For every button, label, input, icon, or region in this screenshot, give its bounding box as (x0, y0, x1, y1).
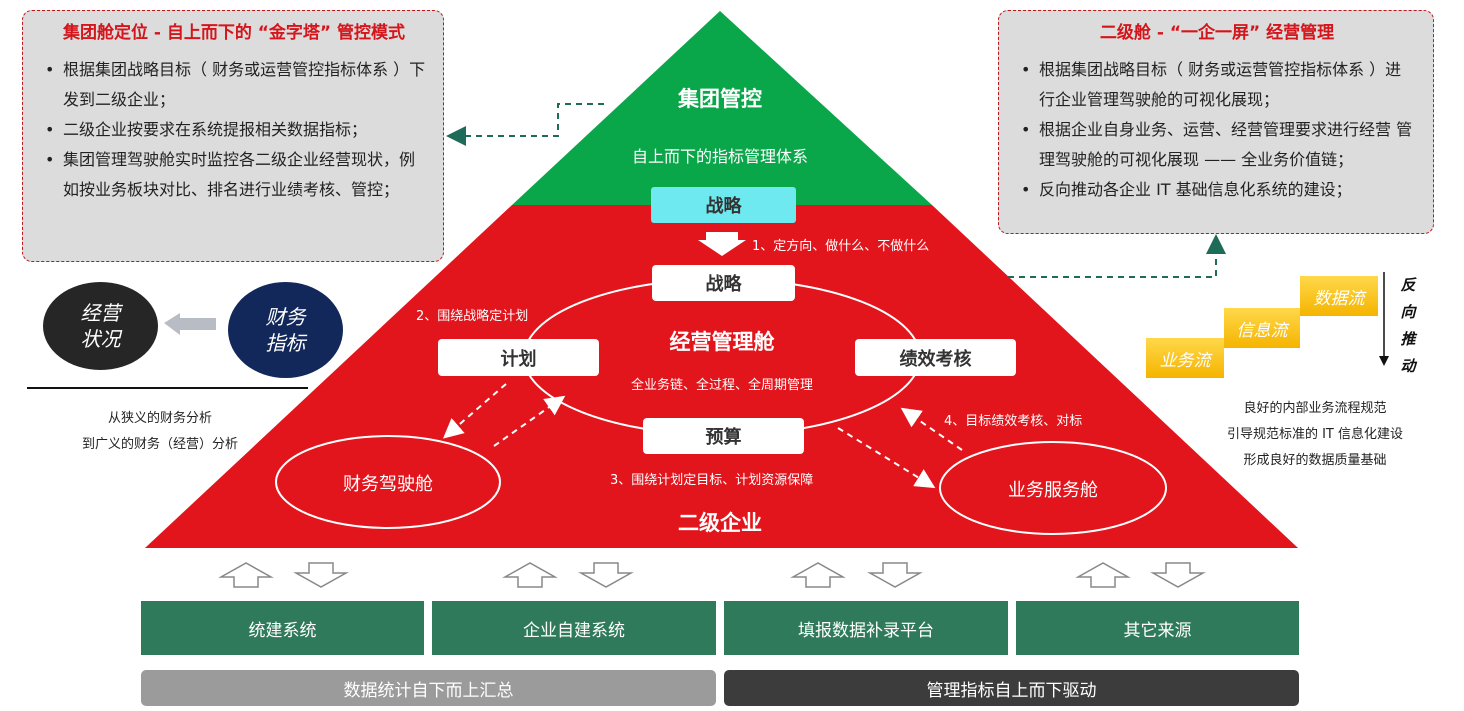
performance-box: 绩效考核 (855, 339, 1016, 376)
source-other: 其它来源 (1016, 601, 1299, 655)
data-flow-step: 数据流 (1300, 276, 1378, 316)
left-info-panel: 集团舱定位 - 自上而下的 “金字塔” 管控模式 根据集团战略目标（ 财务或运营… (22, 10, 444, 262)
step2-label: 2、围绕战略定计划 (416, 309, 529, 324)
strategy-top-box: 战略 (651, 187, 796, 223)
top-down-bar: 管理指标自上而下驱动 (724, 670, 1299, 706)
right-info-panel: 二级舱 - “一企一屏” 经营管理 根据集团战略目标（ 财务或运营管控指标体系 … (998, 10, 1434, 234)
group-control-subtitle: 自上而下的指标管理体系 (631, 147, 808, 166)
left-gray-arrow (164, 313, 216, 335)
center-subtitle: 全业务链、全过程、全周期管理 (630, 377, 813, 393)
reverse-char: 反 (1400, 276, 1416, 294)
plan-box: 计划 (438, 339, 599, 376)
left-panel-list: 根据集团战略目标（ 财务或运营管控指标体系 ）下发到二级企业； 二级企业按要求在… (41, 55, 427, 205)
source-self-built-system: 企业自建系统 (432, 601, 716, 655)
step3-label: 3、围绕计划定目标、计划资源保障 (610, 473, 814, 488)
business-flow-step: 业务流 (1146, 338, 1224, 378)
list-item: 反向推动各企业 IT 基础信息化系统的建设； (1017, 175, 1417, 205)
step1-label: 1、定方向、做什么、不做什么 (752, 239, 930, 254)
financial-indicator-label: 财务 指标 (265, 305, 306, 355)
right-panel-title: 二级舱 - “一企一屏” 经营管理 (1099, 23, 1335, 43)
right-caption-line2: 引导规范标准的 IT 信息化建设 (1226, 426, 1404, 442)
operating-status-circle: 经营 状况 (43, 282, 158, 370)
left-panel-title: 集团舱定位 - 自上而下的 “金字塔” 管控模式 (62, 23, 406, 43)
step4-label: 4、目标绩效考核、对标 (944, 414, 1083, 429)
budget-box: 预算 (643, 418, 804, 454)
group-control-title: 集团管控 (678, 87, 762, 111)
info-flow-step: 信息流 (1224, 308, 1300, 348)
center-title: 经营管理舱 (669, 330, 775, 354)
source-fill-platform: 填报数据补录平台 (724, 601, 1008, 655)
list-item: 根据集团战略目标（ 财务或运营管控指标体系 ）下发到二级企业； (41, 55, 427, 115)
business-cockpit-label: 业务服务舱 (1008, 480, 1098, 501)
left-caption-line1: 从狭义的财务分析 (107, 410, 212, 426)
right-caption-line3: 形成良好的数据质量基础 (1243, 452, 1387, 468)
finance-cockpit-label: 财务驾驶舱 (343, 474, 433, 495)
operating-status-label: 经营 状况 (80, 301, 121, 351)
list-item: 根据企业自身业务、运营、经营管理要求进行经营 管理驾驶舱的可视化展现 —— 全业… (1017, 115, 1417, 175)
pyramid-red-band (145, 205, 1298, 548)
strategy-inner-box: 战略 (652, 265, 795, 301)
list-item: 二级企业按要求在系统提报相关数据指标； (41, 115, 427, 145)
bottom-up-bar: 数据统计自下而上汇总 (141, 670, 716, 706)
right-panel-list: 根据集团战略目标（ 财务或运营管控指标体系 ）进行企业管理驾驶舱的可视化展现； … (1017, 55, 1417, 205)
reverse-char: 推 (1400, 330, 1416, 348)
left-caption-line2: 到广义的财务（经营）分析 (81, 436, 238, 452)
reverse-char: 向 (1400, 303, 1416, 321)
secondary-enterprise-title: 二级企业 (678, 511, 762, 535)
flow-arrows (218, 562, 1206, 588)
reverse-char: 动 (1400, 357, 1416, 375)
source-unified-system: 统建系统 (141, 601, 424, 655)
right-caption-line1: 良好的内部业务流程规范 (1243, 400, 1387, 416)
financial-indicator-circle: 财务 指标 (228, 282, 343, 378)
reverse-drive-label: 反 向 推 动 (1396, 272, 1420, 382)
business-ellipse (939, 441, 1167, 535)
list-item: 根据集团战略目标（ 财务或运营管控指标体系 ）进行企业管理驾驶舱的可视化展现； (1017, 55, 1417, 115)
finance-ellipse (275, 435, 501, 529)
list-item: 集团管理驾驶舱实时监控各二级企业经营现状，例如按业务板块对比、排名进行业绩考核、… (41, 145, 427, 205)
strategy-down-arrow (698, 232, 746, 256)
